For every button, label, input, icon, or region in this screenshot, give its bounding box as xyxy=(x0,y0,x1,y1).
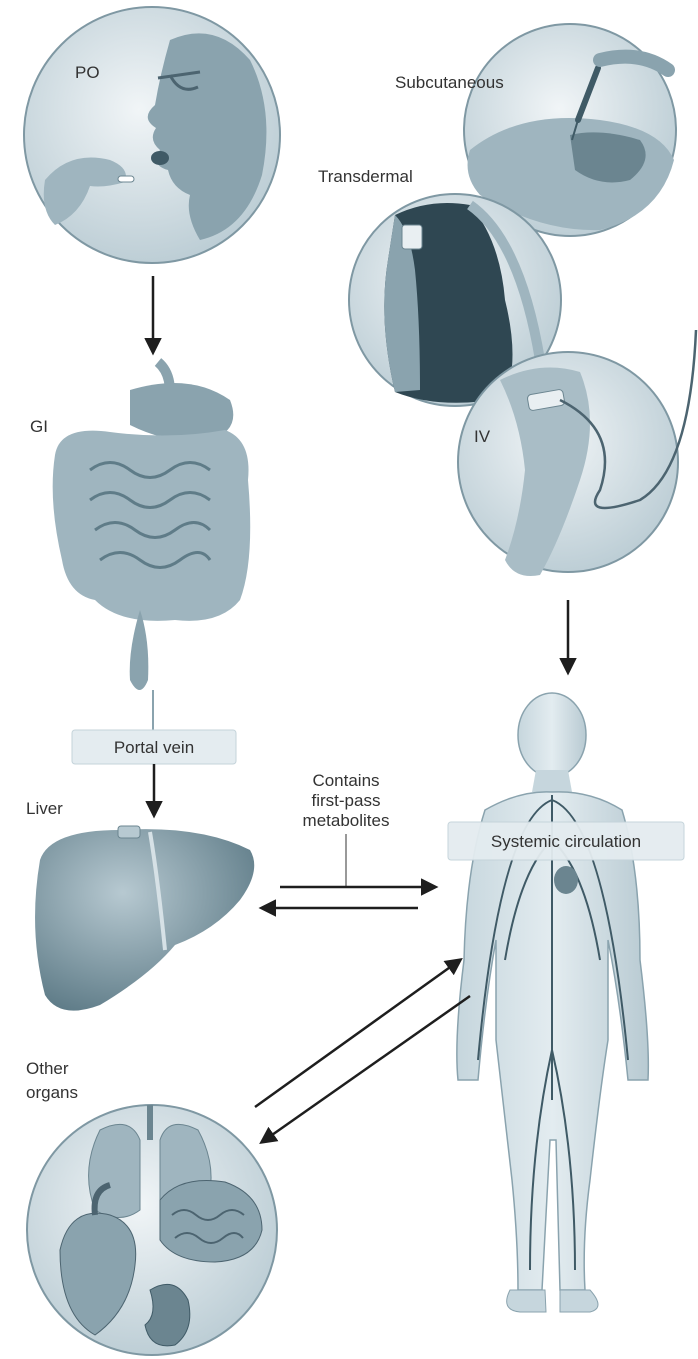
systemic-circulation-label-box: Systemic circulation xyxy=(448,822,684,860)
other-organs-illustration xyxy=(27,1105,277,1355)
systemic-circulation-label: Systemic circulation xyxy=(491,832,641,851)
digestive-tract-icon xyxy=(53,362,251,690)
transdermal-label: Transdermal xyxy=(318,167,413,186)
arrow-organs-to-systemic xyxy=(255,960,460,1107)
first-pass-line-2: first-pass xyxy=(312,791,381,810)
liver-label: Liver xyxy=(26,799,63,818)
other-organs-line-1: Other xyxy=(26,1059,69,1078)
portal-vein-label: Portal vein xyxy=(114,738,194,757)
portal-vein-label-box: Portal vein xyxy=(72,730,236,764)
first-pass-line-1: Contains xyxy=(312,771,379,790)
liver-icon xyxy=(35,826,254,1011)
other-organs-line-2: organs xyxy=(26,1083,78,1102)
subcutaneous-label: Subcutaneous xyxy=(395,73,504,92)
first-pass-annotation: Contains first-pass metabolites xyxy=(303,771,390,887)
po-route-illustration: PO xyxy=(24,7,280,263)
arrow-systemic-to-organs xyxy=(262,996,470,1142)
gi-label: GI xyxy=(30,417,48,436)
po-label: PO xyxy=(75,63,100,82)
circulatory-system-body-icon xyxy=(457,693,648,1312)
first-pass-line-3: metabolites xyxy=(303,811,390,830)
iv-label: IV xyxy=(474,427,491,446)
